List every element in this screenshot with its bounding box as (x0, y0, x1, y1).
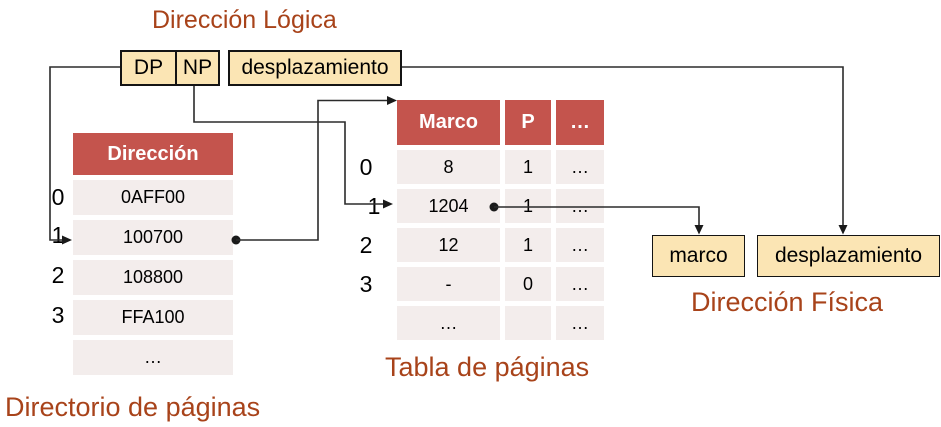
directory-cell-1: 100700 (73, 220, 233, 255)
page-table-row-label-0: 0 (359, 153, 373, 180)
physical-offset-field: desplazamiento (757, 235, 940, 277)
logical-address-title: Dirección Lógica (152, 6, 337, 34)
directory-cell-0: 0AFF00 (73, 180, 233, 215)
directory-row-label-0: 0 (51, 184, 65, 210)
page-table-header-marco: Marco (397, 100, 500, 145)
directory-row-label-1: 1 (51, 222, 65, 248)
page-table: Marco P … 8 1 … 1204 1 … 12 1 … - 0 … … … (397, 100, 604, 340)
page-table-cell: 8 (397, 150, 500, 184)
page-table-cell: … (556, 150, 604, 184)
directory-caption: Directorio de páginas (5, 392, 261, 422)
directory-row-label-3: 3 (51, 302, 65, 328)
page-table-cell: 12 (397, 228, 500, 262)
page-table-cell: 1 (505, 150, 551, 184)
directory-row-label-2: 2 (51, 262, 65, 288)
page-table-caption: Tabla de páginas (385, 352, 590, 382)
page-table-cell: 1 (505, 228, 551, 262)
page-table-cell: … (556, 267, 604, 301)
page-table-cell: 1 (505, 189, 551, 223)
page-table-cell: … (397, 306, 500, 340)
page-table-cell: … (556, 306, 604, 340)
dp-field: DP (120, 50, 177, 86)
directory-cell-3: FFA100 (73, 300, 233, 335)
directory-cell-ellipsis: … (73, 340, 233, 375)
page-table-cell: … (556, 228, 604, 262)
page-table-cell: … (556, 189, 604, 223)
np-field: NP (175, 50, 220, 86)
page-table-row-label-2: 2 (359, 231, 373, 258)
logical-offset-field: desplazamiento (228, 50, 402, 86)
frame-field: marco (652, 235, 745, 277)
page-table-cell: - (397, 267, 500, 301)
page-table-cell: 0 (505, 267, 551, 301)
page-table-header-ellipsis: … (556, 100, 604, 145)
page-table-cell: 1204 (397, 189, 500, 223)
physical-address-title: Dirección Física (691, 287, 884, 317)
directory-cell-2: 108800 (73, 260, 233, 295)
page-table-row-label-3: 3 (359, 270, 373, 297)
page-directory-table: Dirección 0AFF00 100700 108800 FFA100 … (73, 133, 233, 380)
page-table-header-p: P (505, 100, 551, 145)
page-table-cell (505, 306, 551, 340)
directory-header: Dirección (73, 133, 233, 175)
page-table-row-label-1: 1 (367, 192, 381, 219)
